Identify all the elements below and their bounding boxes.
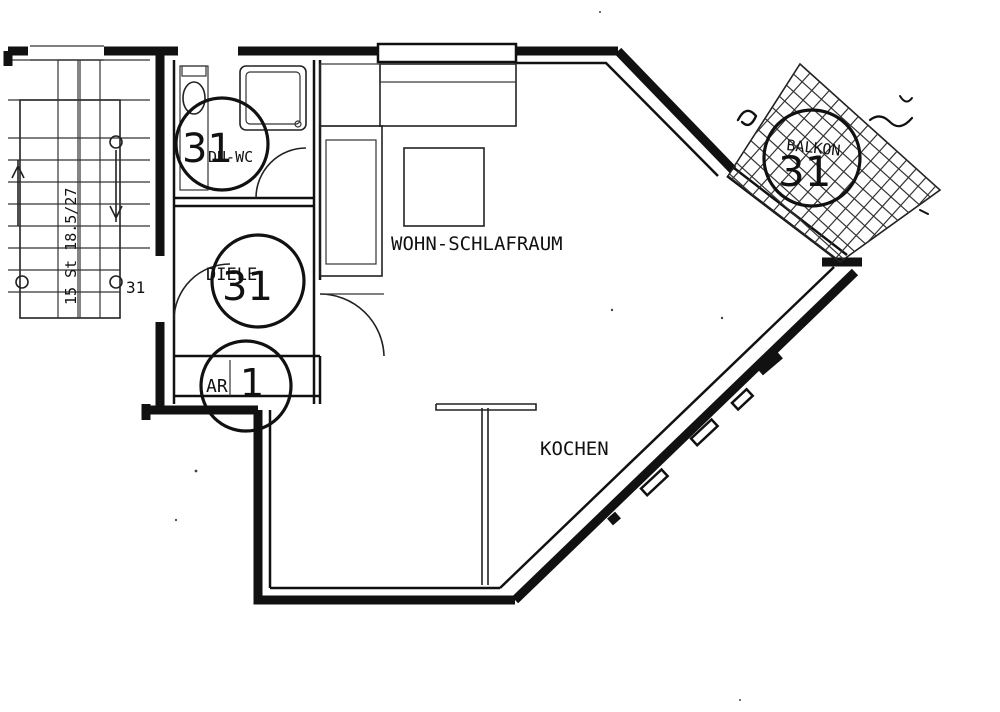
balcony-tile-line bbox=[728, 64, 940, 262]
svg-text:1: 1 bbox=[240, 361, 264, 405]
balcony-tile-line bbox=[757, 66, 940, 262]
hand-stamp-bath: 31 bbox=[174, 96, 270, 192]
door-swing bbox=[173, 263, 231, 321]
handrail-post-icon bbox=[109, 135, 123, 149]
balcony-tile-line bbox=[786, 92, 940, 262]
balcony-tile-line bbox=[728, 86, 931, 262]
living-furniture bbox=[319, 63, 537, 585]
svg-text:31: 31 bbox=[182, 126, 233, 172]
balcony-tile-line bbox=[728, 64, 940, 259]
balcony-tile-line bbox=[728, 64, 940, 249]
balcony-tile-line bbox=[728, 134, 888, 262]
balcony-tile-line bbox=[728, 77, 940, 262]
balcony-tile-line bbox=[728, 64, 920, 262]
balcony-tile-line bbox=[777, 83, 940, 262]
balcony-tile-line bbox=[728, 64, 940, 262]
room-label-storage: AR bbox=[206, 376, 228, 397]
kitchen-counter bbox=[435, 403, 537, 411]
scan-noise bbox=[174, 11, 741, 701]
hand-stamp-balcony: 31 bbox=[762, 108, 862, 208]
balcony-tile-line bbox=[738, 64, 940, 262]
exterior-walls bbox=[3, 42, 862, 605]
balcony-tile-line bbox=[815, 118, 940, 262]
wardrobe bbox=[379, 63, 517, 127]
hand-stamp-storage: 1 bbox=[199, 339, 293, 433]
balcony-tile-line bbox=[728, 64, 940, 262]
handwritten-scribble bbox=[736, 95, 929, 215]
room-label-balcony: BALKON bbox=[786, 136, 842, 160]
interior-walls bbox=[172, 60, 385, 404]
room-label-bath: DU-WC bbox=[208, 148, 253, 166]
balcony-tile-line bbox=[728, 144, 879, 262]
balcony-tile-line bbox=[728, 67, 940, 262]
balcony-tile-line bbox=[728, 64, 901, 252]
handrail-post-icon bbox=[15, 275, 29, 289]
svg-text:31: 31 bbox=[778, 147, 831, 196]
handrail-post-icon bbox=[109, 275, 123, 289]
staircase: 15 St 18.5/27 31 bbox=[8, 59, 150, 319]
balcony-tile-line bbox=[737, 64, 940, 240]
balcony-tile-line bbox=[728, 64, 940, 262]
unit-number: 31 bbox=[126, 278, 145, 297]
stair-label: 15 St 18.5/27 bbox=[62, 188, 80, 305]
hand-stamp-hall: 31 bbox=[210, 233, 306, 329]
door-swing bbox=[319, 293, 385, 357]
balcony bbox=[726, 62, 942, 263]
toilet-icon bbox=[182, 81, 206, 115]
room-label-kitchen: KOCHEN bbox=[540, 438, 609, 460]
room-label-living: WOHN-SCHLAFRAUM bbox=[391, 233, 563, 255]
room-label-hall: DIELE bbox=[206, 265, 257, 285]
balcony-tile-line bbox=[728, 64, 940, 262]
balcony-tile-line bbox=[748, 64, 940, 262]
sofa-bed bbox=[319, 125, 383, 277]
table bbox=[403, 147, 485, 227]
svg-text:31: 31 bbox=[222, 264, 273, 310]
door-swing bbox=[255, 147, 307, 199]
shower-tray bbox=[239, 65, 307, 131]
